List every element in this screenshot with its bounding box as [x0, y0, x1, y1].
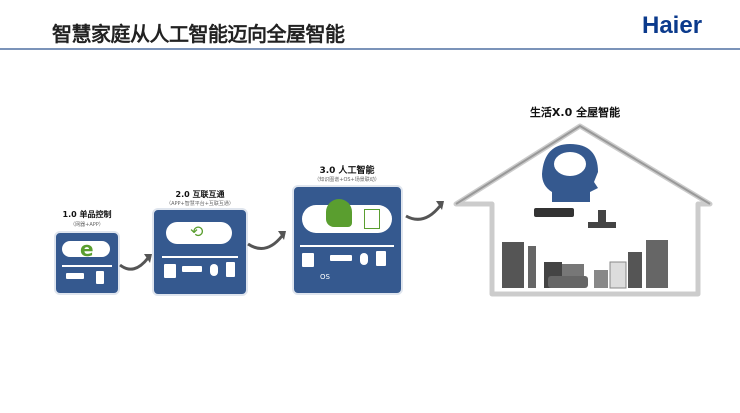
phone-icon	[226, 262, 235, 277]
air-purifier-icon	[528, 246, 536, 288]
haier-logo: Haier	[642, 12, 703, 39]
stage1-label: 1.0 单品控制	[62, 210, 112, 219]
stage2-card: ⟲	[152, 208, 248, 296]
dryer-icon	[628, 252, 642, 288]
cabinet-icon	[594, 270, 608, 288]
whole-house-illustration	[453, 123, 713, 297]
stage3-card: OS	[292, 185, 403, 295]
arrow-icon	[119, 254, 152, 271]
stage3-label: 3.0 人工智能	[319, 166, 375, 176]
ac-icon	[66, 273, 84, 279]
ac-icon	[182, 266, 202, 272]
divider	[0, 48, 740, 50]
phone-icon	[96, 271, 104, 284]
arrow-icon	[405, 201, 444, 221]
stage2-label: 2.0 互联互通	[175, 190, 225, 199]
stage3-sub: （知识图谱+OS+场景联动）	[314, 177, 380, 183]
stage2-sub: （APP+智慧平台+互联互通）	[166, 201, 234, 207]
ac-icon	[534, 208, 574, 217]
fridge-icon	[502, 242, 524, 288]
ie-icon: e	[80, 237, 94, 261]
brain-head-icon	[542, 144, 598, 202]
fridge-icon	[646, 240, 668, 288]
washer-icon	[609, 261, 627, 289]
washer-icon	[302, 253, 314, 267]
sofa-icon	[548, 276, 588, 288]
stage4-label: 生活X.0 全屋智能	[529, 106, 621, 119]
phone-icon	[376, 251, 386, 266]
sync-icon: ⟲	[190, 222, 204, 241]
mic-icon	[360, 253, 368, 265]
mic-icon	[210, 264, 218, 276]
stage1-card: e	[54, 231, 120, 295]
washer-icon	[164, 264, 176, 278]
stage1-sub: （网器+APP）	[70, 222, 104, 228]
os-label: OS	[320, 273, 330, 281]
ai-head-icon	[326, 199, 352, 227]
page-title: 智慧家庭从人工智能迈向全屋智能	[52, 22, 345, 46]
hood-icon	[598, 210, 606, 222]
arrow-icon	[247, 231, 286, 250]
knowledge-graph-icon	[364, 209, 380, 229]
ac-icon	[330, 255, 352, 261]
